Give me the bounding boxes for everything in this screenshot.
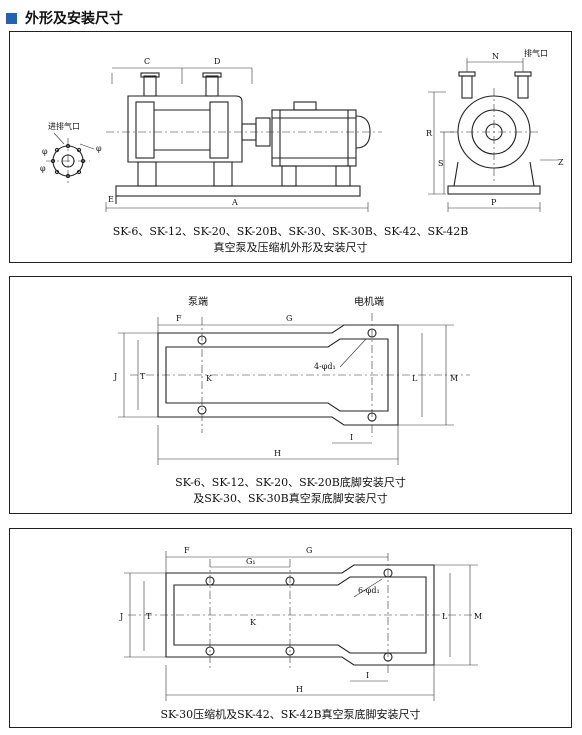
dim-G-label-3: G xyxy=(306,546,312,555)
dim-K-label-3: K xyxy=(250,618,257,627)
dim-S-label: S xyxy=(438,159,443,168)
dim-A-label: A xyxy=(231,198,238,207)
dim-G1-label: G₁ xyxy=(246,557,256,566)
dim-F-label: F xyxy=(176,314,182,323)
panel-outline-drawing: 进排气口 φ φ φ xyxy=(9,31,572,263)
base-plate-6-outline xyxy=(124,551,480,701)
flange-detail xyxy=(46,132,95,184)
dim-G-label: G xyxy=(286,314,292,323)
dim-H-label-3: H xyxy=(296,685,303,694)
panel2-caption-line2: 及SK-30、SK-30B真空泵底脚安装尺寸 xyxy=(193,492,388,505)
dim-L-label-3: L xyxy=(442,612,448,621)
dim-M-label-3: M xyxy=(474,612,482,621)
dim-H-label: H xyxy=(274,449,281,458)
base-plate-4-outline xyxy=(118,313,470,465)
dim-J-label: J xyxy=(113,372,117,381)
dim-C-label: C xyxy=(144,57,150,66)
motor-end-label: 电机端 xyxy=(354,295,384,308)
panel1-caption-line1: SK-6、SK-12、SK-20、SK-20B、SK-30、SK-30B、SK-… xyxy=(112,225,469,238)
dim-L-label: L xyxy=(412,374,418,383)
panel-base-plate-6-hole: F G₁ G 6-φd₁ J T K L M I H SK-30压缩机及SK-4… xyxy=(9,528,572,728)
dim-P-label: P xyxy=(491,198,497,207)
base-plate-4-hole-drawing: 泵端 电机端 F G 4-φd₁ J T K L M I H xyxy=(113,295,470,465)
phi-label-b: φ xyxy=(96,144,102,153)
dim-I-label: I xyxy=(350,433,353,442)
section-title: 外形及安装尺寸 xyxy=(25,11,123,27)
hole-spec-label: 4-φd₁ xyxy=(314,362,336,371)
dim-I-label-3: I xyxy=(366,671,369,680)
dim-E-label: E xyxy=(108,195,114,204)
dim-D-label: D xyxy=(214,57,220,66)
dim-N-label: N xyxy=(492,52,499,61)
pump-end-view xyxy=(428,58,558,212)
pump-outline-drawing: 进排气口 φ φ φ xyxy=(40,48,564,212)
base-plate-6-hole-drawing: F G₁ G 6-φd₁ J T K L M I H xyxy=(119,546,482,701)
section-header: 外形及安装尺寸 xyxy=(6,8,123,28)
dim-M-label: M xyxy=(450,374,458,383)
dim-T-label: T xyxy=(140,372,146,381)
dim-R-label: R xyxy=(426,129,433,138)
hole-spec-label-3: 6-φd₁ xyxy=(358,586,380,595)
dim-T-label-3: T xyxy=(146,612,152,621)
panel-base-plate-4-hole: 泵端 电机端 F G 4-φd₁ J T K L M I H SK-6、SK-1… xyxy=(9,276,572,514)
phi-label-a: φ xyxy=(42,147,48,156)
panel3-caption: SK-30压缩机及SK-42、SK-42B真空泵底脚安装尺寸 xyxy=(160,708,421,721)
inlet-label: 进排气口 xyxy=(48,121,80,131)
panel2-caption-line1: SK-6、SK-12、SK-20、SK-20B底脚安装尺寸 xyxy=(175,476,406,489)
panel1-caption-line2: 真空泵及压缩机外形及安装尺寸 xyxy=(213,241,368,254)
pump-side-view xyxy=(105,67,382,212)
dim-F-label-3: F xyxy=(184,546,190,555)
outlet-label: 排气口 xyxy=(524,48,548,58)
header-square-icon xyxy=(6,12,17,24)
phi-label-c: φ xyxy=(40,164,46,173)
dim-K-label: K xyxy=(206,374,213,383)
pump-end-label: 泵端 xyxy=(188,295,208,308)
dim-J-label-3: J xyxy=(119,612,123,621)
dim-Z-label: Z xyxy=(558,158,564,167)
